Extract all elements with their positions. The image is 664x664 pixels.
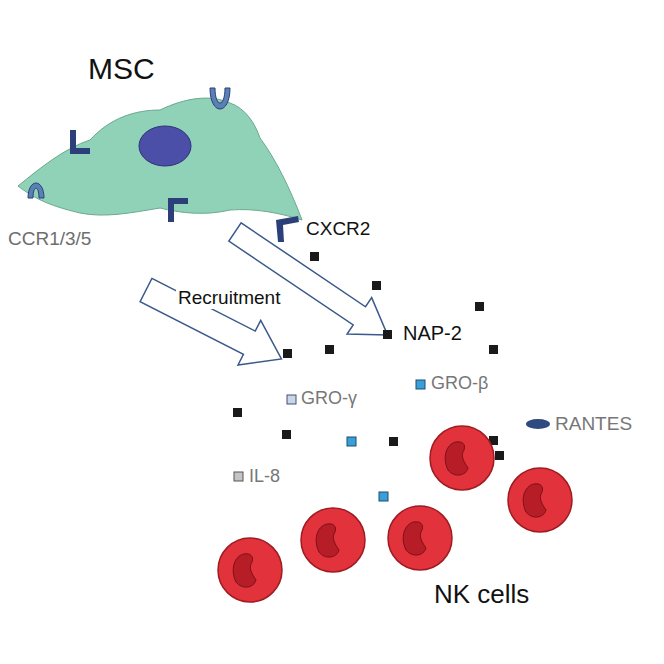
nk-cell <box>388 506 452 570</box>
il8-square <box>234 472 243 481</box>
cell-outline <box>10 48 310 248</box>
chemokine-label: NAP-2 <box>403 322 462 345</box>
gro-beta-square <box>416 380 425 389</box>
chemokine-label: GRO-γ <box>301 388 357 409</box>
chemokine-label: RANTES <box>555 413 632 435</box>
cell-title: MSC <box>88 52 155 87</box>
nk-cell <box>218 538 282 602</box>
chemokine-label: GRO-β <box>431 373 488 394</box>
gro-beta-square <box>379 492 388 501</box>
chemokine-label: IL-8 <box>249 466 280 487</box>
receptor-label: CCR1/3/5 <box>8 228 91 250</box>
nk-cell <box>301 508 365 572</box>
gro-beta-square <box>347 437 356 446</box>
nk-cell <box>508 468 572 532</box>
arrow-label: Recruitment <box>176 287 282 309</box>
rantes-mark <box>526 419 550 429</box>
nk-cell <box>430 426 494 490</box>
msc-cell: MSC <box>10 48 310 248</box>
gro-gamma-square <box>287 395 296 404</box>
recruitment-arrow <box>135 268 293 382</box>
receptor-label: CXCR2 <box>306 218 370 240</box>
cell-label: NK cells <box>434 580 529 610</box>
